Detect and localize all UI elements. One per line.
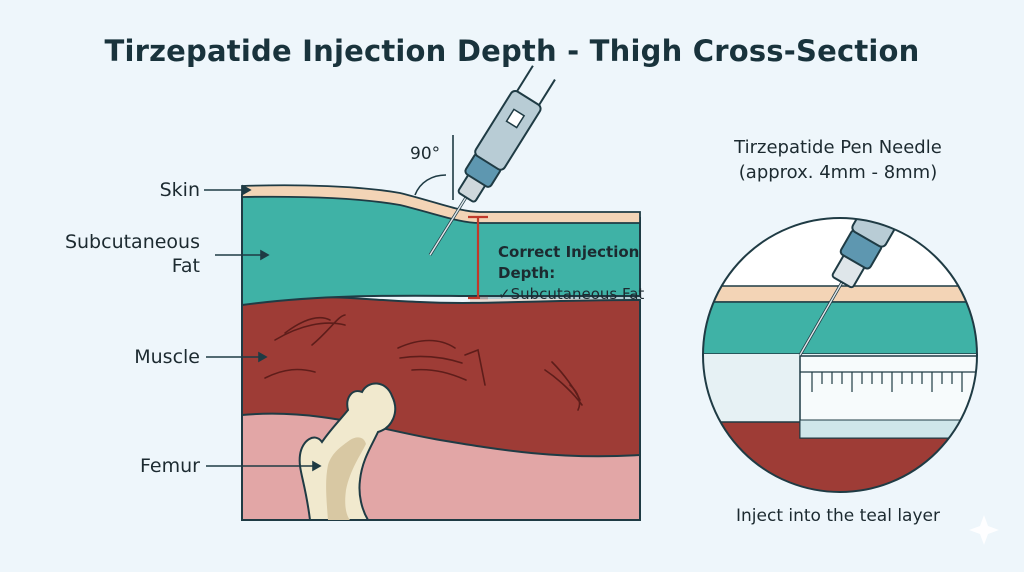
pen-needle-left [428, 65, 556, 256]
skin-layer [241, 184, 641, 224]
label-arrows [204, 184, 322, 472]
label-femur: Femur [140, 455, 200, 477]
needle-detail-circle [702, 217, 978, 493]
label-subcutaneous-fat-line1: Subcutaneous [64, 231, 200, 253]
needle-title-line2: (approx. 4mm - 8mm) [738, 162, 938, 183]
depth-annotation: Correct Injection Depth: ✓Subcutaneous F… [498, 242, 698, 305]
muscle-fibers [264, 314, 583, 411]
pen-needle-right [798, 218, 916, 356]
sparkle-icon [969, 515, 999, 545]
ruler-ticks [800, 371, 977, 392]
label-subcutaneous-fat-line2: Fat [171, 255, 200, 277]
depth-target: Subcutaneous Fat [510, 285, 645, 303]
femur-marrow [326, 437, 366, 520]
angle-indicator [414, 135, 454, 200]
needle-title-line1: Tirzepatide Pen Needle [734, 137, 942, 158]
angle-label: 90° [410, 144, 441, 164]
checkmark-icon: ✓ [498, 285, 511, 303]
needle-detail-title: Tirzepatide Pen Needle (approx. 4mm - 8m… [688, 135, 988, 185]
depth-label: Correct Injection Depth: [498, 243, 640, 282]
needle-detail-caption: Inject into the teal layer [736, 506, 940, 526]
label-subcutaneous-fat: Subcutaneous Fat [40, 230, 200, 278]
page-title: Tirzepatide Injection Depth - Thigh Cros… [104, 34, 920, 68]
label-skin: Skin [159, 179, 200, 201]
label-muscle: Muscle [134, 346, 200, 368]
